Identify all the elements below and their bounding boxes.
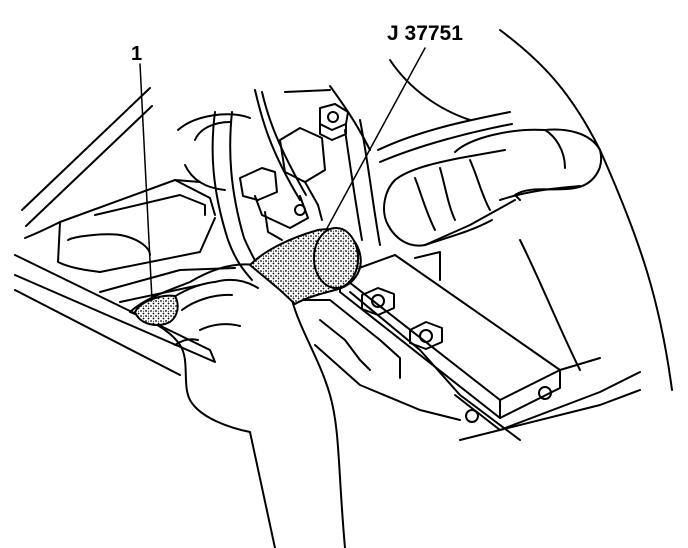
trim-plate	[14, 254, 236, 376]
connector-assembly	[239, 127, 326, 241]
callout-tool-number: J 37751	[387, 22, 463, 45]
callout-part-1: 1	[131, 43, 143, 65]
part-1-bushing	[134, 294, 179, 326]
upper-bolt	[319, 103, 349, 141]
bracket-bolt-lower	[409, 321, 443, 350]
hammer	[383, 128, 603, 247]
bracket-bolt-upper	[361, 287, 395, 316]
leader-line-tool	[324, 47, 426, 233]
right-structure	[344, 29, 673, 391]
tool-j37751	[249, 227, 362, 305]
upper-left-panel	[21, 87, 216, 273]
leader-line-part-1	[139, 63, 153, 301]
housing-casting	[177, 85, 371, 281]
